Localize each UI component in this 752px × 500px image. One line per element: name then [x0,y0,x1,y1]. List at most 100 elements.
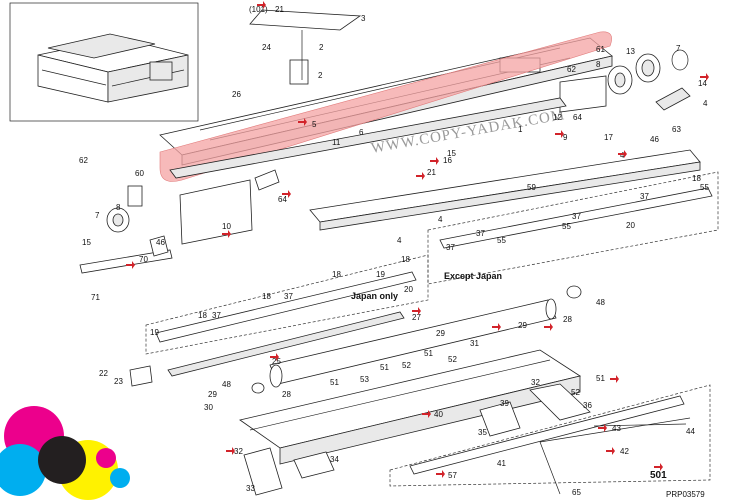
label-19b: 19 [150,328,159,337]
label-4d: 4 [397,236,402,245]
label-13: 13 [626,47,635,56]
label-36: 36 [583,401,592,410]
label-64: 64 [573,113,582,122]
label-55b: 55 [562,222,571,231]
label-4: 4 [703,99,708,108]
section-number: 501 [650,470,667,481]
label-52b: 52 [402,361,411,370]
label-4c: 4 [438,215,443,224]
bottom-box [389,384,711,495]
label-29b: 29 [436,329,445,338]
label-8b: 8 [116,203,121,212]
label-10: 10 [222,222,231,231]
label-52a: 52 [448,355,457,364]
label-41: 41 [497,459,506,468]
label-63: 63 [672,125,681,134]
label-18e: 18 [198,311,207,320]
label-33: 33 [246,484,255,493]
label-14: 14 [698,79,707,88]
label-2b: 2 [318,71,323,80]
label-32b: 32 [234,447,243,456]
label-37d: 37 [446,243,455,252]
label-71: 71 [91,293,100,302]
label-15b: 15 [82,238,91,247]
label-62: 62 [567,65,576,74]
label-31: 31 [470,339,479,348]
label-62b: 62 [79,156,88,165]
label-8: 8 [596,60,601,69]
label-51b: 51 [380,363,389,372]
label-51d: 51 [596,374,605,383]
copier-inset [9,2,199,122]
label-30: 30 [204,403,213,412]
part-labels: (101) 21 3 24 2 2 26 5 6 11 1 61 13 8 7 … [79,5,709,499]
label-64b: 64 [278,195,287,204]
label-15: 15 [447,149,456,158]
label-18d: 18 [262,292,271,301]
label-20b: 20 [404,285,413,294]
label-55c: 55 [497,236,506,245]
label-22: 22 [99,369,108,378]
label-25: 25 [272,357,281,366]
label-24: 24 [262,43,271,52]
label-40: 40 [434,410,443,419]
label-48b: 48 [222,380,231,389]
label-6: 6 [359,128,364,137]
label-11: 11 [332,138,341,147]
label-5: 5 [312,120,317,129]
label-32a: 32 [531,378,540,387]
label-48a: 48 [596,298,605,307]
drawing-code: PRP03579 [666,490,705,499]
label-12: 12 [553,113,562,122]
label-39: 39 [500,399,509,408]
cmyk-logo [0,406,130,500]
label-35: 35 [478,428,487,437]
label-34: 34 [330,455,339,464]
label-1: 1 [518,125,523,134]
label-53: 53 [360,375,369,384]
label-52c: 52 [571,388,580,397]
label-51c: 51 [424,349,433,358]
label-26: 26 [232,90,241,99]
label-18a: 18 [692,174,701,183]
label-43: 43 [612,424,621,433]
gear-assembly [559,49,691,113]
label-2: 2 [319,43,324,52]
label-21b: 21 [427,168,436,177]
label-29c: 29 [208,390,217,399]
label-3: 3 [361,14,366,23]
label-28b: 28 [282,390,291,399]
label-44: 44 [686,427,695,436]
label-27: 27 [412,313,421,322]
label-4b: 4 [620,151,625,160]
label-top-ref: (101) [249,5,268,14]
except-japan-label: Except Japan [444,271,502,281]
red-reference-marks [126,1,709,478]
label-59: 59 [527,183,536,192]
label-57: 57 [448,471,457,480]
label-7: 7 [676,44,681,53]
label-37b: 37 [572,212,581,221]
label-42: 42 [620,447,629,456]
left-small-parts [79,185,582,394]
label-28a: 28 [563,315,572,324]
japan-only-label: Japan only [351,291,398,301]
label-61: 61 [596,45,605,54]
label-70: 70 [139,255,148,264]
label-37e: 37 [284,292,293,301]
label-65: 65 [572,488,581,497]
rollers [167,97,567,388]
label-37a: 37 [640,192,649,201]
label-19a: 19 [376,270,385,279]
japan-only-box: Japan only [145,254,429,355]
label-23: 23 [114,377,123,386]
label-17: 17 [604,133,613,142]
label-60: 60 [135,169,144,178]
label-51a: 51 [330,378,339,387]
label-18c: 18 [332,270,341,279]
label-18b: 18 [401,255,410,264]
label-16: 16 [443,156,452,165]
lower-frame [239,349,591,496]
label-37f: 37 [212,311,221,320]
